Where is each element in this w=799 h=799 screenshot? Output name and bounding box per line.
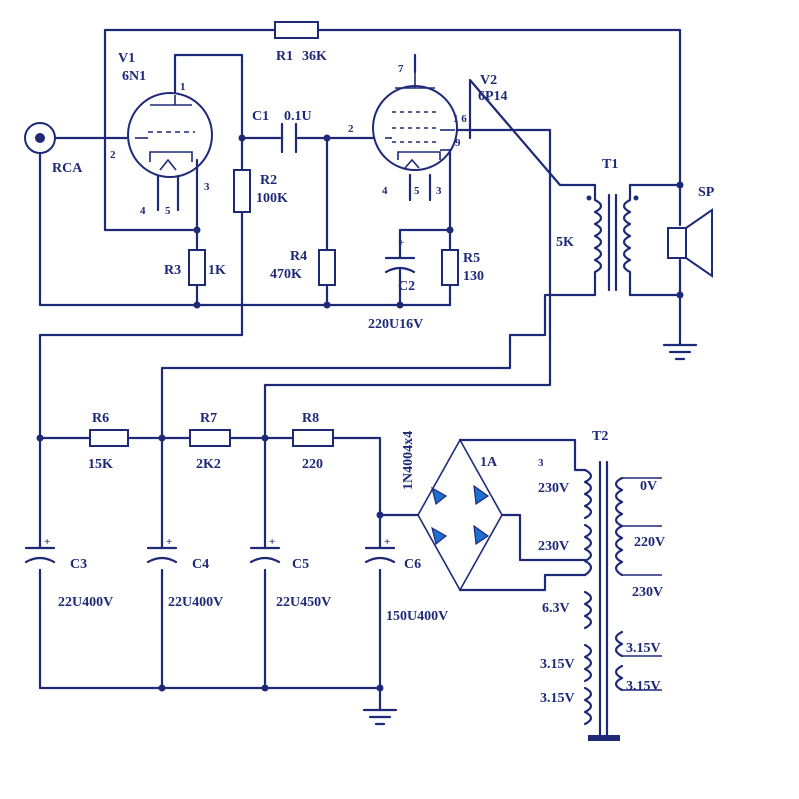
rca-connector [24,122,56,154]
v2-pin4: 4 [382,185,388,197]
r5-value: 130 [463,269,484,284]
capacitor-c5 [249,546,281,564]
t2-primary-2: 230V [538,539,569,554]
r1-value: 36K [302,49,327,64]
v2-type: 6P14 [478,89,508,104]
resistor-r3 [188,249,206,286]
capacitor-c2 [384,256,416,274]
r5-ref: R5 [463,251,480,266]
c2-value: 220U16V [368,317,423,332]
t2-sec-right-1: 0V [640,479,657,494]
c3-plus: + [44,536,50,548]
c5-ref: C5 [292,557,309,572]
t2-sec-right-4: 3.15V [626,641,661,656]
c4-value: 22U400V [168,595,223,610]
resistor-r7 [189,429,231,447]
c6-ref: C6 [404,557,421,572]
resistor-r5 [441,249,459,286]
v1-pin5: 5 [165,205,171,217]
r6-ref: R6 [92,411,109,426]
tube-v1-symbol [127,92,213,212]
r2-ref: R2 [260,173,277,188]
resistor-r6 [89,429,129,447]
c4-ref: C4 [192,557,209,572]
t2-sec-right-5: 3.15V [626,679,661,694]
t2-sec-right-3: 230V [632,585,663,600]
t2-sec-right-2: 220V [634,535,665,550]
v2-ref: V2 [480,73,497,88]
v2-pin7: 7 [398,63,404,75]
rectifier-diodes: 1N4004x4 [401,431,416,490]
tube-v2-symbol [372,72,458,187]
bridge-rectifier [417,438,503,592]
capacitor-c4 [146,546,178,564]
c1-ref: C1 [252,109,269,124]
ground-symbol-output [662,343,698,361]
v2-pin16: 1 6 [453,113,467,125]
r3-value: 1K [208,263,226,278]
r3-ref: R3 [164,263,181,278]
r6-value: 15K [88,457,113,472]
rca-label: RCA [52,161,83,176]
c4-plus: + [166,536,172,548]
v1-pin3: 3 [204,181,210,193]
t2-primary-1: 230V [538,481,569,496]
speaker-ref: SP [698,185,715,200]
t1-primary: 5K [556,235,574,250]
v2-pin5: 5 [414,185,420,197]
speaker [667,208,713,278]
ground-symbol-supply [362,708,398,726]
t1-ref: T1 [602,157,618,172]
t2-pin3: 3 [538,457,544,469]
fuse-rating: 1A [480,455,498,470]
c5-plus: + [269,536,275,548]
v1-pin2: 2 [110,149,116,161]
resistor-r4 [318,249,336,286]
resistor-r2 [233,169,251,213]
resistor-r1 [274,21,319,39]
v1-pin1: 1 [180,81,186,93]
power-transformer-t2 [583,460,662,741]
t2-sec-left-1: 6.3V [542,601,570,616]
v1-type: 6N1 [122,69,146,84]
c3-ref: C3 [70,557,87,572]
r2-value: 100K [256,191,288,206]
c6-plus: + [384,536,390,548]
r4-ref: R4 [290,249,307,264]
junction-dots [36,134,684,692]
c3-value: 22U400V [58,595,113,610]
v1-ref: V1 [118,51,135,66]
t2-sec-left-3: 3.15V [540,691,575,706]
v2-pin3: 3 [436,185,442,197]
capacitor-c6 [364,546,396,564]
t2-ref: T2 [592,429,608,444]
c6-value: 150U400V [386,609,448,624]
c5-value: 22U450V [276,595,331,610]
c2-plus: + [398,237,404,249]
r4-value: 470K [270,267,302,282]
wiring [38,28,682,712]
resistor-r8 [292,429,334,447]
v1-pin4: 4 [140,205,146,217]
c1-value: 0.1U [284,109,312,124]
capacitor-c3 [24,546,56,564]
v2-pin2: 2 [348,123,354,135]
r8-ref: R8 [302,411,319,426]
r7-ref: R7 [200,411,217,426]
capacitor-c1 [280,122,298,154]
r7-value: 2K2 [196,457,221,472]
c2-ref: C2 [398,279,415,294]
output-transformer-t1 [586,183,639,297]
v2-pin9: 9 [455,137,461,149]
r8-value: 220 [302,457,323,472]
r1-ref: R1 [276,49,293,64]
t2-sec-left-2: 3.15V [540,657,575,672]
